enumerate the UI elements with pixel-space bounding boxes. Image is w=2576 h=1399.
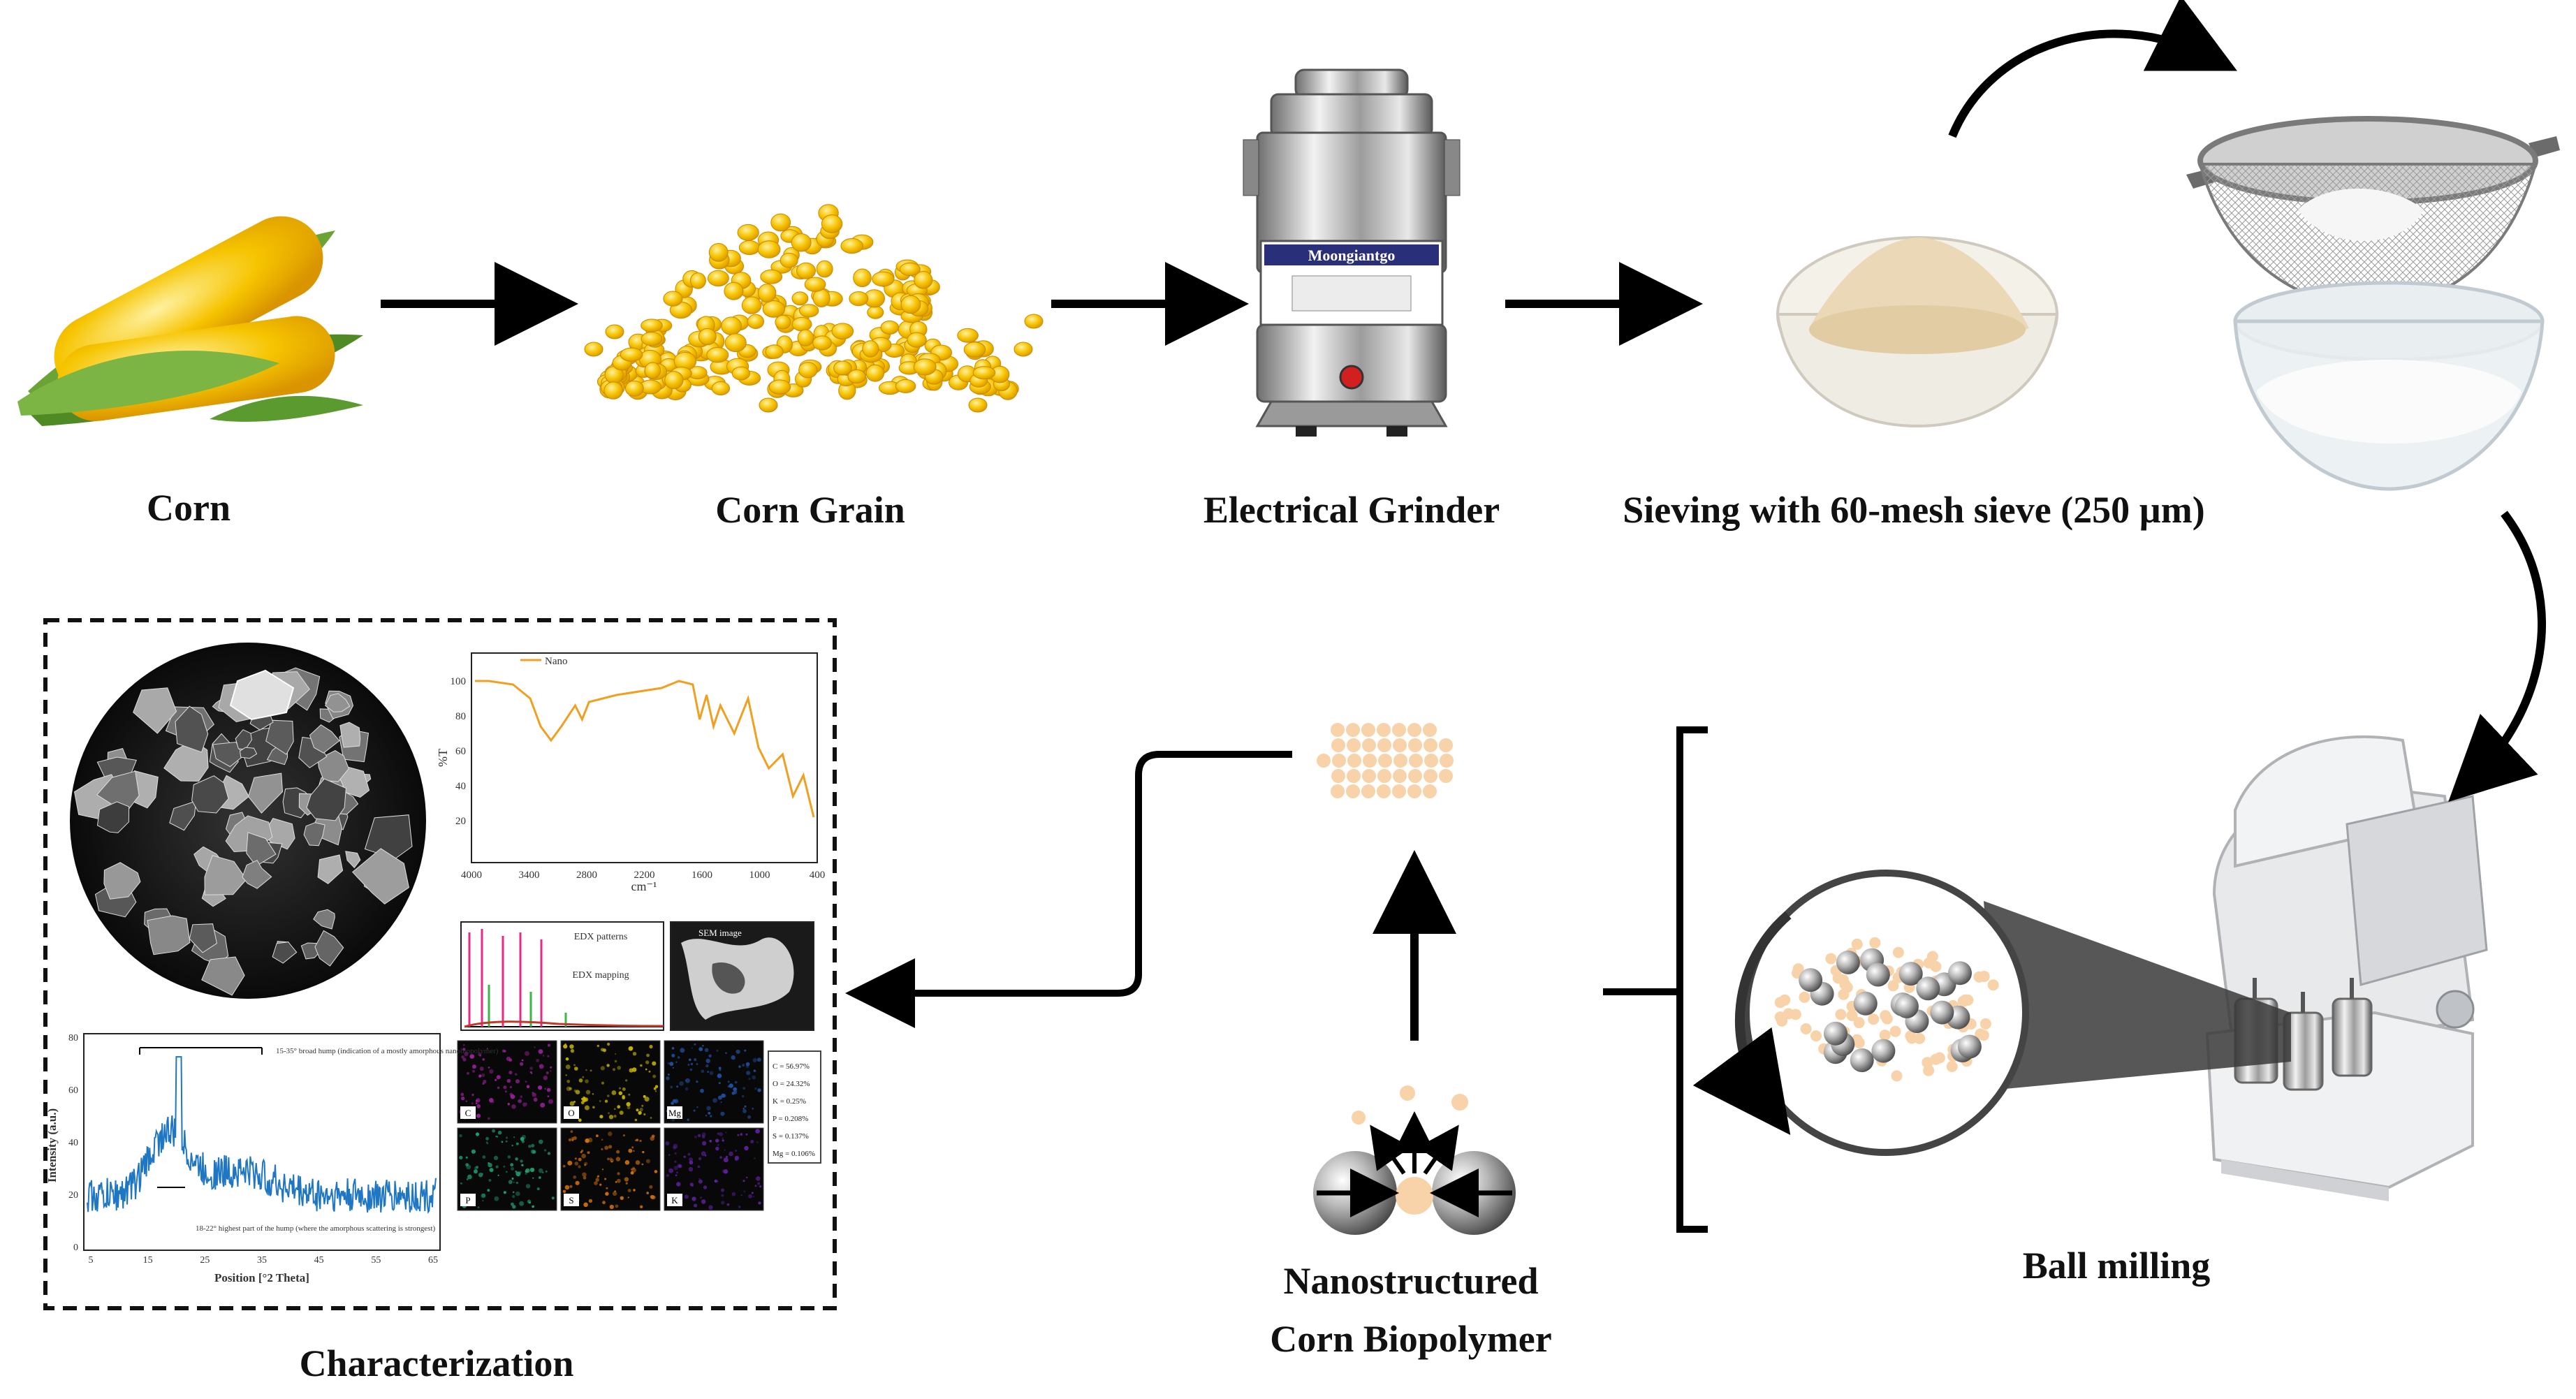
edx-pattern-label: EDX patterns [574,932,628,942]
xrd-xlabel: Position [°2 Theta] [214,1271,309,1284]
xrd-xtick: 25 [200,1255,210,1266]
xrd-xtick: 15 [143,1255,153,1266]
label-nanostructured-line2: Corn Biopolymer [1270,1318,1551,1360]
sem-micrograph [70,643,426,999]
ftir-xlabel: cm⁻¹ [631,879,657,893]
corn-image [17,216,363,426]
xrd-ytick: 60 [68,1085,78,1096]
xrd-annotation-top: 15-35° broad hump (indication of a mostl… [276,1047,499,1055]
arrow-nano-to-characterization [845,751,1292,1028]
sieve-image [2186,116,2560,491]
edx-composition-line: Mg = 0.106% [773,1150,815,1158]
label-sieving: Sieving with 60-mesh sieve (250 µm) [1623,489,2205,531]
ftir-legend: Nano [545,656,568,667]
ftir-ytick: 80 [455,711,466,722]
xrd-series-line [87,1056,437,1214]
label-corn-grain: Corn Grain [715,489,905,531]
ftir-xtick: 400 [810,870,826,881]
xrd-ytick: 40 [68,1138,78,1148]
ftir-spectrum-chart: %T cm⁻¹ Nano 4000 3400 2800 2200 1600 1000 400… [436,652,826,893]
xrd-ytick: 0 [73,1243,78,1253]
edx-element-label: S [569,1195,573,1206]
ftir-xtick: 1000 [749,870,770,881]
nanoparticle-cluster-icon [1317,723,1454,798]
xrd-xtick: 5 [89,1255,94,1266]
sem-image-inset: SEM image [670,921,814,1031]
ftir-series-line [475,680,815,818]
arrow-bowl-to-sieve [1948,0,2237,138]
ftir-xtick: 3400 [519,870,540,881]
edx-composition-line: K = 0.25% [773,1097,806,1106]
label-electrical-grinder: Electrical Grinder [1203,489,1500,531]
label-corn: Corn [147,487,230,529]
ftir-ytick: 60 [455,746,466,757]
edx-composition-box: C = 56.97% O = 24.32% K = 0.25% P = 0.208% S… [768,1050,821,1164]
corn-grain-image [584,204,1044,413]
colliding-balls-icon [1313,1085,1516,1235]
ftir-ylabel: %T [436,749,450,767]
xrd-ytick: 80 [68,1033,78,1043]
flow-arrows [381,0,2546,1041]
xrd-annotation-bottom: 18-22° highest part of the hump (where t… [196,1224,436,1233]
edx-element-label: Mg [668,1108,682,1118]
ftir-xtick: 1600 [691,870,712,881]
edx-composition-line: S = 0.137% [773,1132,809,1141]
xrd-xtick: 45 [314,1255,324,1266]
ftir-xtick: 2800 [576,870,597,881]
edx-element-label: P [465,1195,470,1206]
xrd-ylabel: Intensity (a.u.) [45,1108,59,1182]
edx-element-label: K [671,1195,678,1206]
ftir-ytick: 40 [455,781,466,792]
ball-milling-bracket [1603,726,1708,1233]
xrd-xtick: 35 [257,1255,267,1266]
sem-inset-label: SEM image [698,928,742,938]
ball-mill-magnified-view [1692,870,2029,1156]
ftir-ytick: 20 [455,816,466,827]
edx-mapping-grid: C O MgP S K [457,1040,764,1211]
edx-element-label: C [465,1108,471,1118]
ball-mill-machine-image [1984,735,2488,1201]
label-ball-milling: Ball milling [2023,1245,2211,1287]
flour-bowl-image [1776,236,2059,428]
edx-composition-line: C = 56.97% [773,1062,810,1071]
edx-mapping-label: EDX mapping [572,970,629,981]
xrd-xtick: 65 [428,1255,438,1266]
xrd-xtick: 55 [371,1255,381,1266]
ftir-ytick: 100 [451,676,467,687]
xrd-pattern-chart: Intensity (a.u.) Position [°2 Theta] 5 15… [45,1033,499,1284]
ftir-xtick: 2200 [634,870,655,881]
label-nanostructured-line1: Nanostructured [1283,1260,1538,1302]
arrow-sieve-to-ballmill [2448,511,2546,803]
edx-pattern-chart: EDX patterns EDX mapping [460,921,664,1031]
edx-composition-line: O = 24.32% [773,1080,810,1088]
edx-element-label: O [568,1108,574,1118]
xrd-ytick: 20 [68,1190,78,1201]
label-characterization: Characterization [300,1342,574,1384]
ftir-xtick: 4000 [461,870,482,881]
electrical-grinder-image: Moongiantgo [1243,68,1461,437]
edx-composition-line: P = 0.208% [773,1115,808,1123]
grinder-brand-label: Moongiantgo [1308,247,1396,264]
